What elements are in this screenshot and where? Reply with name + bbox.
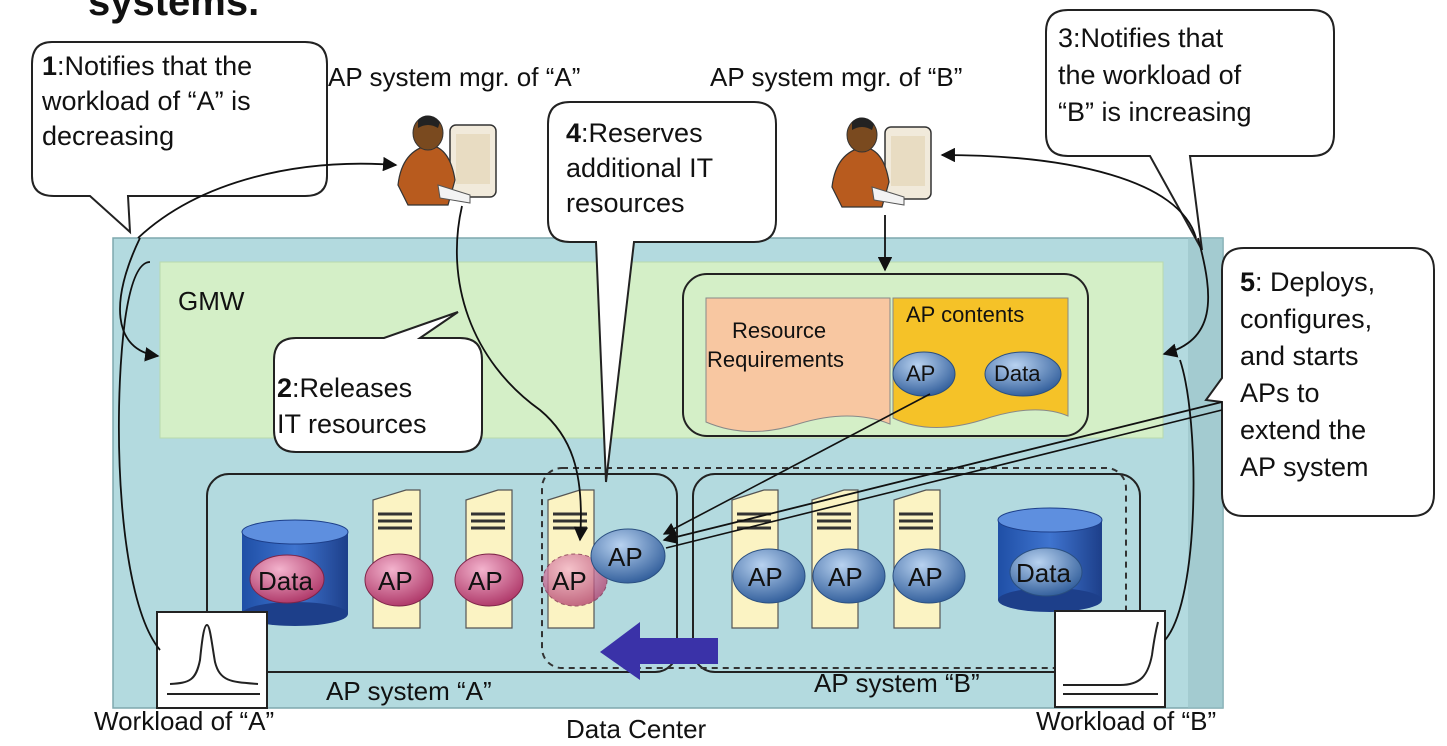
ap-a3-label: AP [552, 566, 587, 596]
callout-5-line-2: configures, [1240, 304, 1373, 334]
data-center-label: Data Center [566, 714, 707, 744]
deploy-arrow-2 [665, 409, 1223, 549]
moving-ap-label: AP [608, 542, 643, 572]
doc-ap-to-moving-ap [662, 393, 931, 535]
db-a-data-oval [249, 554, 325, 604]
workload-a-to-data-center [118, 261, 161, 651]
ap-contents-title: AP contents [906, 302, 1025, 327]
callout-1-line-1: :Notifies that the [57, 51, 253, 81]
loop-b-right [1162, 237, 1210, 358]
ap-b2-label: AP [828, 562, 863, 592]
doc-ap-oval [892, 351, 956, 397]
ap-a1-label: AP [378, 566, 413, 596]
workload-b-graph [1054, 610, 1166, 708]
workload-b-to-data-center [1164, 359, 1195, 641]
callout-2-bubble [273, 311, 483, 453]
callout-5-text: 5: Deploys, [1240, 266, 1375, 299]
callout-4-bubble [547, 101, 777, 483]
gmw-label: GMW [178, 286, 245, 316]
callout-1-line-3: decreasing [42, 121, 175, 151]
ap-system-a-box [206, 473, 678, 673]
db-b-data-oval [1009, 547, 1083, 597]
callout-5-line-6: AP system [1240, 452, 1369, 482]
ap-b2-oval [812, 548, 886, 604]
migration-arrow [600, 622, 718, 680]
callout-2-line-2: IT resources [277, 409, 427, 439]
db-b-label: Data [1016, 558, 1071, 588]
callout-4-line-2: additional IT [566, 153, 714, 183]
callout-3-line-1: 3:Notifies that [1058, 23, 1224, 53]
ap-b1-label: AP [748, 562, 783, 592]
title-fragment: systems. [88, 0, 260, 24]
ap-a2-oval [454, 553, 524, 607]
ap-a1-oval [364, 553, 434, 607]
callout-1-line-2: workload of “A” is [42, 86, 251, 116]
callout-4-line-1: :Reserves [581, 118, 703, 148]
ap-b3-label: AP [908, 562, 943, 592]
manager-a-to-servers [455, 205, 589, 542]
callout-1-text: 1:Notifies that the [42, 50, 252, 83]
workload-a-label: Workload of “A” [94, 706, 275, 736]
notify-a-arc [137, 156, 398, 239]
resource-doc-line-2: Requirements [707, 347, 844, 372]
ap-b1-oval [732, 548, 806, 604]
callout-4-number: 4 [566, 118, 582, 148]
workload-a-graph [156, 611, 268, 709]
resource-doc-line-1: Resource [732, 318, 827, 343]
reserved-resource-region [541, 467, 1127, 669]
manager-b-person-icon [831, 117, 932, 208]
data-center-shade [1188, 238, 1223, 708]
ap-system-a-label: AP system “A” [326, 676, 492, 706]
callout-5-line-4: APs to [1240, 378, 1320, 408]
callout-4-text: 4:Reserves [566, 117, 703, 150]
callout-2-line-1: :Releases [292, 373, 413, 403]
callout-5-line-3: and starts [1240, 341, 1359, 371]
doc-data-oval [984, 351, 1062, 397]
callout-5-line-5: extend the [1240, 415, 1367, 445]
callout-1-number: 1 [42, 51, 58, 81]
document-group [682, 273, 1089, 437]
manager-a-person-icon [397, 115, 497, 206]
ap-system-b-box [692, 473, 1141, 673]
loop-a-to-gmw [119, 237, 160, 362]
moving-ap-oval [590, 528, 666, 584]
callout-2-number: 2 [277, 373, 293, 403]
callout-3-line-3: “B” is increasing [1058, 97, 1252, 127]
ap-b3-oval [892, 548, 966, 604]
ap-system-b-label: AP system “B” [814, 668, 980, 698]
doc-ap-label: AP [906, 361, 936, 386]
db-a-label: Data [258, 566, 313, 596]
doc-data-label: Data [994, 361, 1041, 386]
notify-b-arc [940, 147, 1197, 239]
workload-b-label: Workload of “B” [1036, 706, 1217, 736]
callout-2-text: 2:Releases [277, 372, 412, 405]
callout-5-line-1: : Deploys, [1255, 267, 1376, 297]
callout-3-bubble [1045, 9, 1335, 251]
ap-a3-oval [542, 553, 608, 607]
deploy-arrow [662, 401, 1223, 544]
callout-3-line-2: the workload of [1058, 60, 1242, 90]
resource-requirements-doc [705, 297, 891, 432]
manager-b-label: AP system mgr. of “B” [710, 62, 963, 92]
callout-5-number: 5 [1240, 267, 1256, 297]
callout-1-bubble [31, 41, 328, 235]
manager-a-label: AP system mgr. of “A” [328, 62, 581, 92]
ap-a2-label: AP [468, 566, 503, 596]
callout-4-line-3: resources [566, 188, 685, 218]
callout-5-bubble [1204, 247, 1435, 517]
